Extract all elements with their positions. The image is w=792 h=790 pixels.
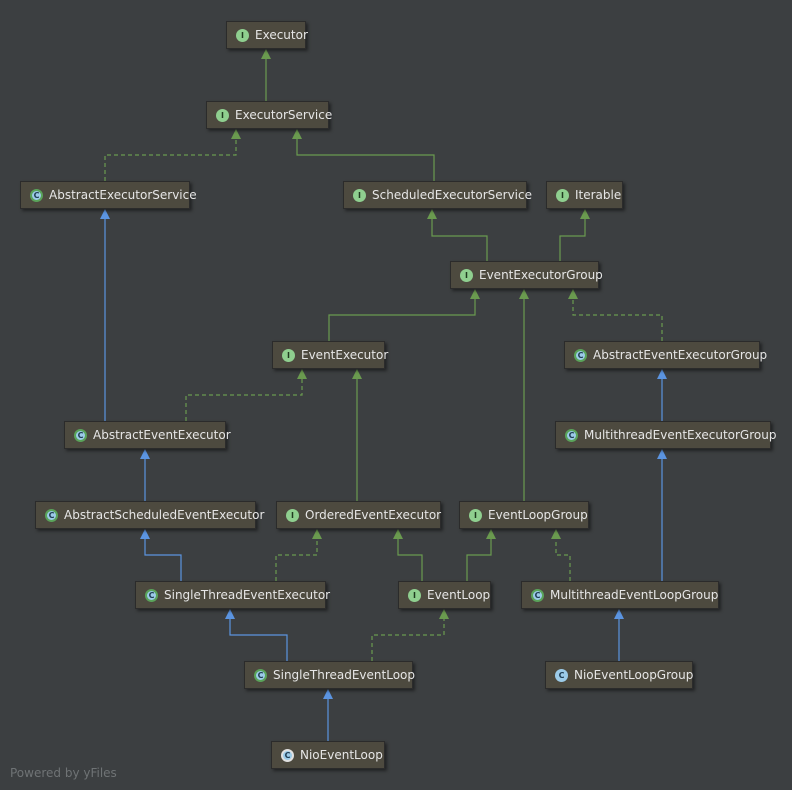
edge-single_thread_event_loop-to-event_loop xyxy=(371,618,445,661)
edge-multithread_event_loop_group-to-event_loop_group xyxy=(555,538,571,581)
node-abstract-scheduled-event-executor[interactable]: C AbstractScheduledEventExecutor xyxy=(35,501,264,529)
node-label: EventLoopGroup xyxy=(488,508,588,522)
node-label: MultithreadEventLoopGroup xyxy=(550,588,719,602)
node-iterable[interactable]: I Iterable xyxy=(546,181,623,209)
edge-arrowhead xyxy=(657,369,667,379)
edge-arrowhead xyxy=(225,609,235,619)
abstract-class-icon: C xyxy=(531,588,544,602)
edge-arrowhead xyxy=(427,209,437,219)
node-label: EventExecutor xyxy=(301,348,389,362)
edge-arrowhead xyxy=(568,289,578,299)
node-label: EventLoop xyxy=(427,588,491,602)
final-class-icon: C xyxy=(281,748,294,762)
edge-arrowhead xyxy=(140,529,150,539)
edge-event_executor_group-to-iterable xyxy=(559,218,586,261)
edge-arrowhead xyxy=(352,369,362,379)
edge-arrowhead xyxy=(551,529,561,539)
abstract-class-icon: C xyxy=(565,428,578,442)
edge-arrowhead xyxy=(393,529,403,539)
abstract-class-icon: C xyxy=(145,588,158,602)
node-label: AbstractEventExecutor xyxy=(93,428,231,442)
node-scheduled-executor-service[interactable]: I ScheduledExecutorService xyxy=(343,181,532,209)
node-multithread-event-executor-group[interactable]: C MultithreadEventExecutorGroup xyxy=(555,421,776,449)
node-single-thread-event-executor[interactable]: C SingleThreadEventExecutor xyxy=(135,581,330,609)
node-executor-service[interactable]: I ExecutorService xyxy=(206,101,333,129)
edge-arrowhead xyxy=(312,529,322,539)
node-event-executor-group[interactable]: I EventExecutorGroup xyxy=(450,261,603,289)
node-label: ScheduledExecutorService xyxy=(372,188,532,202)
edge-single_thread_event_loop-to-single_thread_event_executor xyxy=(229,618,288,661)
interface-icon: I xyxy=(286,508,299,522)
abstract-class-icon: C xyxy=(254,668,267,682)
edge-arrowhead xyxy=(140,449,150,459)
edge-arrowhead xyxy=(486,529,496,539)
interface-icon: I xyxy=(216,108,229,122)
node-event-executor[interactable]: I EventExecutor xyxy=(272,341,389,369)
node-label: AbstractEventExecutorGroup xyxy=(593,348,768,362)
edge-event_executor-to-event_executor_group xyxy=(328,298,476,341)
edge-single_thread_event_executor-to-abstract_scheduled_event_executor xyxy=(144,538,182,581)
interface-icon: I xyxy=(282,348,295,362)
edge-abstract_event_executor_group-to-event_executor_group xyxy=(572,298,663,341)
interface-icon: I xyxy=(353,188,366,202)
edge-event_executor_group-to-scheduled_executor_service xyxy=(431,218,488,261)
node-label: Iterable xyxy=(575,188,622,202)
node-label: EventExecutorGroup xyxy=(479,268,603,282)
edge-arrowhead xyxy=(657,449,667,459)
edge-event_loop-to-event_loop_group xyxy=(466,538,492,581)
edge-arrowhead xyxy=(614,609,624,619)
node-label: NioEventLoopGroup xyxy=(574,668,694,682)
interface-icon: I xyxy=(408,588,421,602)
node-nio-event-loop[interactable]: C NioEventLoop xyxy=(271,741,385,769)
edge-scheduled_executor_service-to-executor_service xyxy=(296,138,435,181)
node-ordered-event-executor[interactable]: I OrderedEventExecutor xyxy=(276,501,441,529)
node-multithread-event-loop-group[interactable]: C MultithreadEventLoopGroup xyxy=(521,581,719,609)
powered-by-footer: Powered by yFiles xyxy=(10,766,117,780)
node-label: MultithreadEventExecutorGroup xyxy=(584,428,777,442)
edge-arrowhead xyxy=(519,289,529,299)
edge-arrowhead xyxy=(580,209,590,219)
node-event-loop-group[interactable]: I EventLoopGroup xyxy=(459,501,589,529)
edge-arrowhead xyxy=(470,289,480,299)
abstract-class-icon: C xyxy=(30,188,43,202)
abstract-class-icon: C xyxy=(574,348,587,362)
node-single-thread-event-loop[interactable]: C SingleThreadEventLoop xyxy=(244,661,416,689)
node-label: AbstractExecutorService xyxy=(49,188,197,202)
node-label: SingleThreadEventLoop xyxy=(273,668,416,682)
edge-single_thread_event_executor-to-ordered_event_executor xyxy=(275,538,318,581)
edge-abstract_event_executor-to-event_executor xyxy=(185,378,303,421)
node-executor[interactable]: I Executor xyxy=(226,21,308,49)
edge-arrowhead xyxy=(297,369,307,379)
abstract-class-icon: C xyxy=(45,508,58,522)
interface-icon: I xyxy=(556,188,569,202)
interface-icon: I xyxy=(469,508,482,522)
edge-abstract_executor_service-to-executor_service xyxy=(104,138,237,181)
node-label: ExecutorService xyxy=(235,108,333,122)
node-abstract-event-executor[interactable]: C AbstractEventExecutor xyxy=(64,421,231,449)
edge-event_loop-to-ordered_event_executor xyxy=(397,538,423,581)
node-event-loop[interactable]: I EventLoop xyxy=(398,581,491,609)
edge-arrowhead xyxy=(261,49,271,59)
node-label: NioEventLoop xyxy=(300,748,383,762)
edge-arrowhead xyxy=(231,129,241,139)
node-label: OrderedEventExecutor xyxy=(305,508,442,522)
interface-icon: I xyxy=(460,268,473,282)
abstract-class-icon: C xyxy=(74,428,87,442)
interface-icon: I xyxy=(236,28,249,42)
edge-arrowhead xyxy=(439,609,449,619)
edge-arrowhead xyxy=(292,129,302,139)
node-label: SingleThreadEventExecutor xyxy=(164,588,331,602)
node-abstract-event-executor-group[interactable]: C AbstractEventExecutorGroup xyxy=(564,341,767,369)
edge-arrowhead xyxy=(100,209,110,219)
class-icon: C xyxy=(555,668,568,682)
node-label: AbstractScheduledEventExecutor xyxy=(64,508,265,522)
node-label: Executor xyxy=(255,28,308,42)
node-nio-event-loop-group[interactable]: C NioEventLoopGroup xyxy=(545,661,693,689)
edge-arrowhead xyxy=(323,689,333,699)
node-abstract-executor-service[interactable]: C AbstractExecutorService xyxy=(20,181,197,209)
